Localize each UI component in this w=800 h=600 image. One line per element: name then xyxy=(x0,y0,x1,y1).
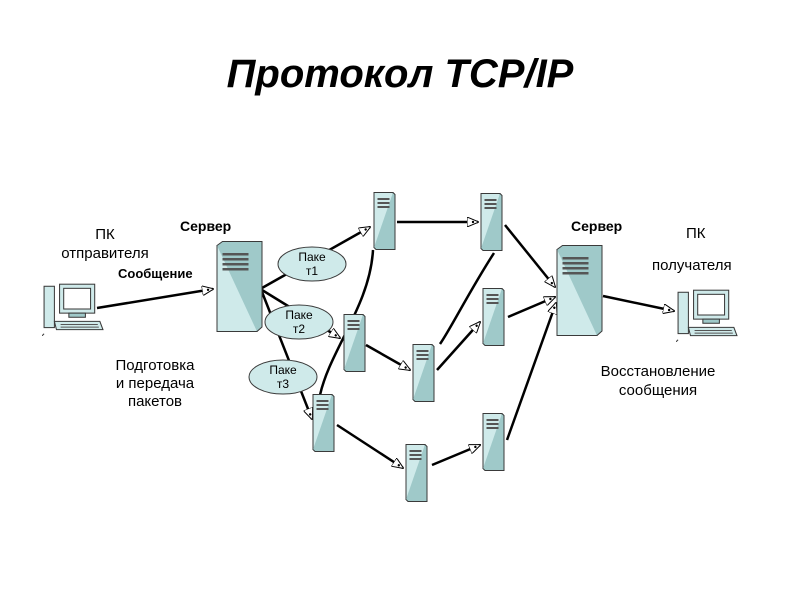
restore-label-line1: Восстановление xyxy=(600,363,716,380)
packet-1-label-1: Паке xyxy=(298,250,326,264)
packet-2-label-1: Паке xyxy=(285,308,313,322)
router-4-icon xyxy=(412,344,435,402)
link-r2-server xyxy=(504,224,555,287)
router-8-icon xyxy=(482,413,505,471)
router-2-icon xyxy=(480,193,503,251)
message-label: Сообщение xyxy=(118,266,193,281)
link-pc-to-server xyxy=(96,289,213,310)
sender-pc-label: ПК отправителя xyxy=(40,225,170,263)
router-6-icon xyxy=(312,394,335,452)
prepare-label-line3: пакетов xyxy=(127,393,183,410)
link-r8-server xyxy=(505,303,556,441)
prepare-label-line2: и передача xyxy=(115,375,195,392)
receiver-pc-label-line1: ПК xyxy=(686,225,706,242)
packet-3-label-1: Паке xyxy=(269,363,297,377)
sender-pc-label-line2: отправителя xyxy=(61,245,149,262)
link-r7-r8 xyxy=(431,443,480,467)
diagram-title: Протокол TCP/IP xyxy=(226,52,574,96)
router-5-icon xyxy=(482,288,505,346)
link-r3-r4 xyxy=(365,343,410,370)
link-r4-curve xyxy=(438,252,496,345)
packet-3: Паке т3 xyxy=(248,359,318,395)
router-7-icon xyxy=(405,444,428,502)
packet-1: Паке т1 xyxy=(277,246,347,282)
server-right-icon xyxy=(556,245,603,337)
server-right-label: Сервер xyxy=(571,218,623,234)
packet-2: Паке т2 xyxy=(264,304,334,340)
sender-pc-label-line1: ПК xyxy=(95,226,115,243)
link-r6-r7 xyxy=(336,423,403,468)
prepare-label-line1: Подготовка xyxy=(115,357,195,374)
link-r5-server xyxy=(507,295,555,319)
sender-pc-icon xyxy=(42,283,104,336)
server-left-icon xyxy=(216,241,263,333)
packet-2-label-2: т2 xyxy=(293,322,305,336)
receiver-pc-icon xyxy=(676,289,738,342)
router-3-icon xyxy=(343,314,366,372)
packet-3-label-2: т3 xyxy=(277,377,289,391)
router-1-icon xyxy=(373,192,396,250)
restore-label: Восстановление сообщения xyxy=(583,362,733,400)
server-left-label: Сервер xyxy=(180,218,232,234)
link-server-to-pc xyxy=(602,294,674,311)
packet-1-label-2: т1 xyxy=(306,264,318,278)
receiver-pc-label-line2: получателя xyxy=(652,257,732,274)
prepare-label: Подготовка и передача пакетов xyxy=(90,357,220,411)
link-r4-r5 xyxy=(436,322,480,371)
restore-label-line2: сообщения xyxy=(618,382,698,399)
